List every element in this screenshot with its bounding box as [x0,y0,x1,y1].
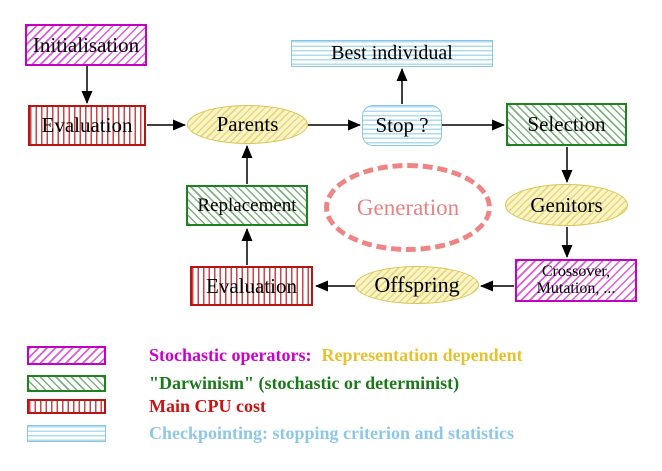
node-crossover-label-line2: Mutation, ... [536,279,616,297]
legend-label-darwinism: "Darwinism" (stochastic or determinist) [149,372,460,393]
node-crossover-label-line1: Crossover, [541,262,611,280]
legend-swatch-green-hatch [27,374,106,392]
node-evaluation-bottom: Evaluation [190,266,313,306]
legend-label-main-cpu-cost: Main CPU cost [149,395,266,416]
node-selection: Selection [506,103,627,146]
legend-swatch-magenta-hatch [27,345,106,365]
node-stop-label: Stop ? [375,113,429,138]
legend-label-stochastic-operators: Stochastic operators: [149,344,312,365]
legend-swatch-red-stripes [27,398,106,414]
node-offspring: Offspring [355,266,479,304]
node-generation-dashed-ellipse: Generation [324,163,492,252]
node-crossover-mutation: Crossover, Mutation, ... [515,259,637,302]
node-initialisation: Initialisation [25,24,147,66]
legend-row-main-cpu-cost: Main CPU cost [27,396,266,416]
node-genitors-label: Genitors [530,192,603,217]
legend-row-darwinism: "Darwinism" (stochastic or determinist) [27,373,459,393]
legend-row-stochastic-operators: Stochastic operators: Representation depe… [27,345,523,365]
node-replacement: Replacement [186,185,308,226]
node-evaluation-top: Evaluation [28,105,146,146]
node-offspring-label: Offspring [374,272,460,298]
node-best-individual: Best individual [291,40,493,67]
node-parents-label: Parents [216,112,279,137]
node-generation-label: Generation [356,194,460,220]
node-stop: Stop ? [362,105,442,146]
node-replacement-label: Replacement [197,194,297,216]
node-initialisation-label: Initialisation [32,32,140,57]
legend-swatch-cyan-stripes [27,424,106,442]
node-parents: Parents [187,105,308,144]
node-selection-label: Selection [527,112,606,137]
legend-label-representation-dependent: Representation dependent [321,344,523,365]
node-evaluation-bottom-label: Evaluation [206,273,297,298]
node-best-individual-label: Best individual [331,42,453,64]
legend-label-checkpointing: Checkpointing: stopping criterion and st… [149,422,515,443]
node-evaluation-top-label: Evaluation [41,113,133,138]
node-genitors: Genitors [505,184,628,226]
legend-row-checkpointing: Checkpointing: stopping criterion and st… [27,423,514,443]
